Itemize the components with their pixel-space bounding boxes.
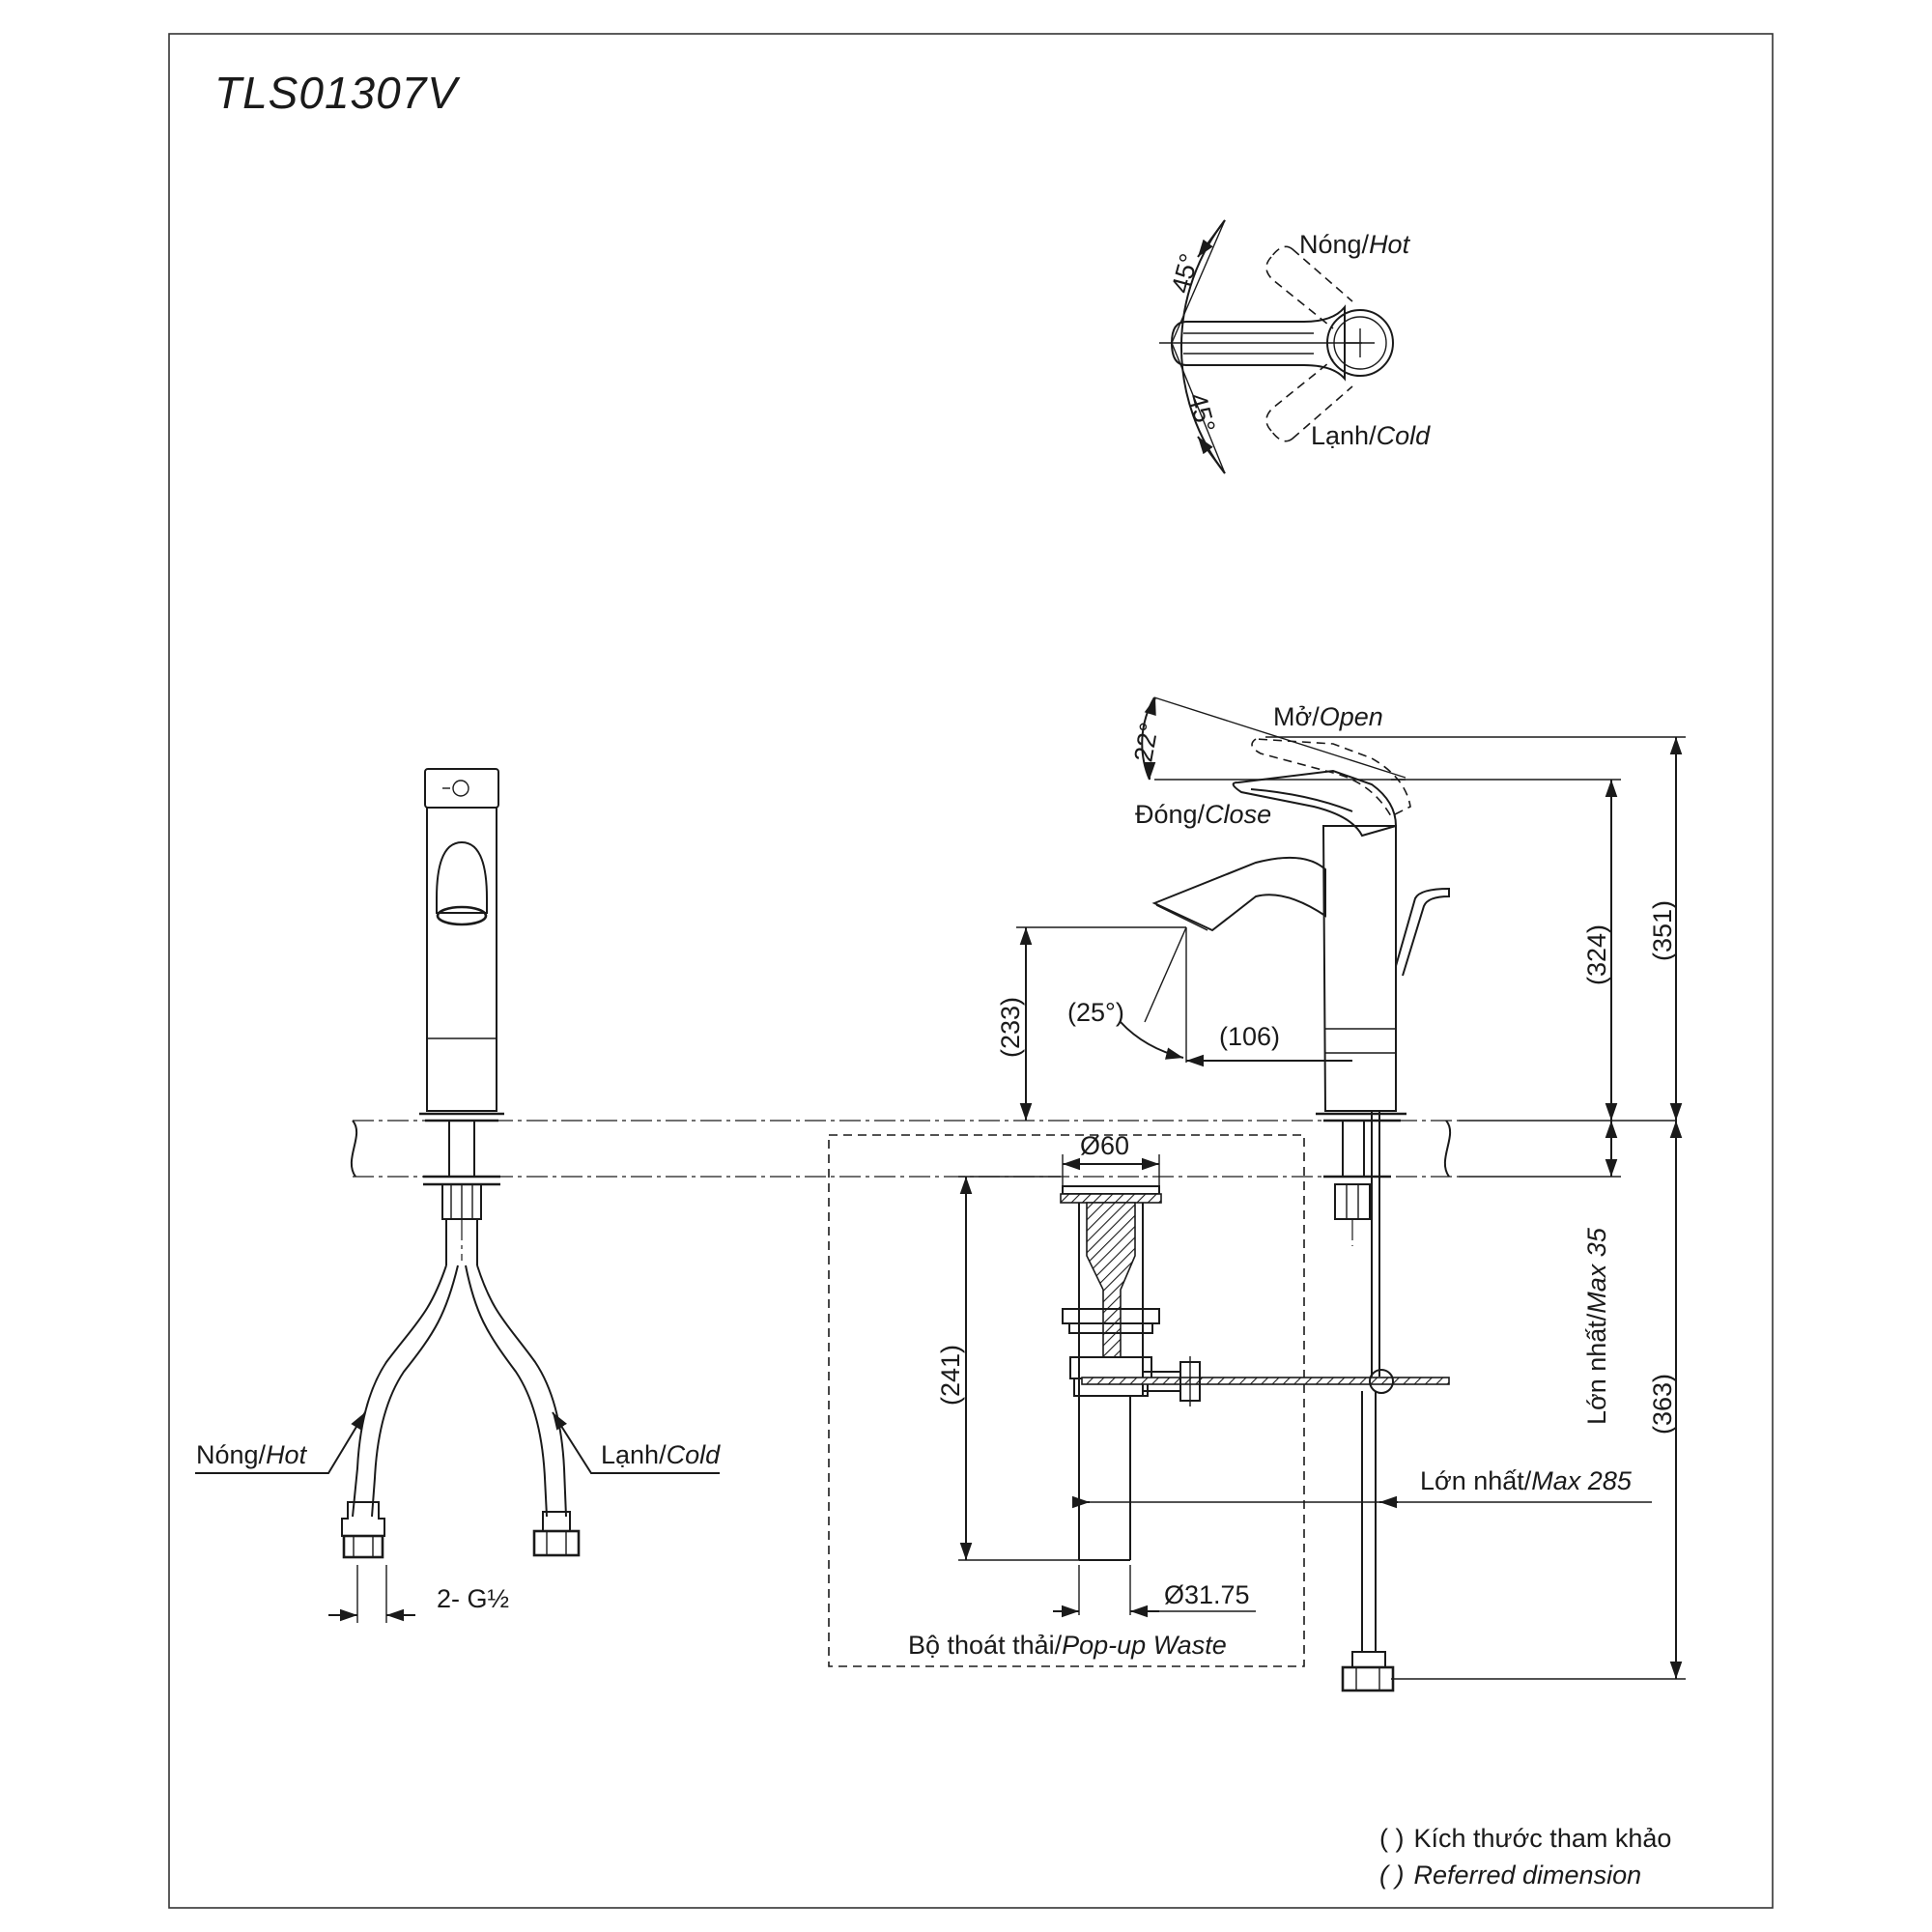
page-frame — [168, 33, 1774, 1909]
legend-line-1: ( )Kích thước tham khảo — [1379, 1824, 1671, 1853]
side-view: 22° Mở/Open Đóng/Close — [996, 696, 1686, 1692]
max285-label: Lớn nhất/Max 285 — [1420, 1466, 1633, 1495]
front-hot-label: Nóng/Hot — [196, 1440, 308, 1469]
thread-label: 2- G½ — [437, 1584, 509, 1613]
dim-241-label: (241) — [936, 1345, 965, 1406]
dia-bottom-label: Ø31.75 — [1164, 1580, 1250, 1609]
lever-angle-label: 22° — [1128, 721, 1164, 764]
dim-233-label: (233) — [996, 997, 1025, 1058]
angle-cold-label: 45° — [1182, 390, 1221, 436]
legend-line-2: ( )Referred dimension — [1379, 1861, 1641, 1889]
front-cold-label: Lạnh/Cold — [601, 1440, 721, 1469]
dim-324-label: (324) — [1582, 924, 1611, 985]
dia-top-label: Ø60 — [1080, 1131, 1129, 1160]
top-view: 45° 45° Nóng/Hot Lạnh/Cold — [1159, 219, 1431, 474]
dim-106-label: (106) — [1219, 1022, 1280, 1051]
front-view: 2- G½ Nóng/Hot Lạnh/Cold — [195, 768, 721, 1623]
dim-351-label: (351) — [1648, 900, 1677, 961]
angle-hot-label: 45° — [1166, 250, 1205, 296]
legend: ( )Kích thước tham khảo ( )Referred dime… — [1379, 1824, 1671, 1889]
open-label: Mở/Open — [1273, 702, 1383, 731]
top-hot-label: Nóng/Hot — [1299, 230, 1411, 259]
spout-angle-label: (25°) — [1067, 998, 1124, 1027]
waste-caption: Bộ thoát thải/Pop-up Waste — [908, 1631, 1227, 1660]
popup-waste: Ø60 Ø31.75 (241) Bộ thoát thải/Pop-up Wa… — [828, 1131, 1450, 1667]
model-title: TLS01307V — [214, 68, 461, 118]
countertop — [350, 1120, 1676, 1178]
max35-label: Lớn nhất/Max 35 — [1582, 1227, 1611, 1425]
close-label: Đóng/Close — [1135, 800, 1271, 829]
top-cold-label: Lạnh/Cold — [1311, 421, 1431, 450]
dim-363-label: (363) — [1648, 1374, 1677, 1435]
